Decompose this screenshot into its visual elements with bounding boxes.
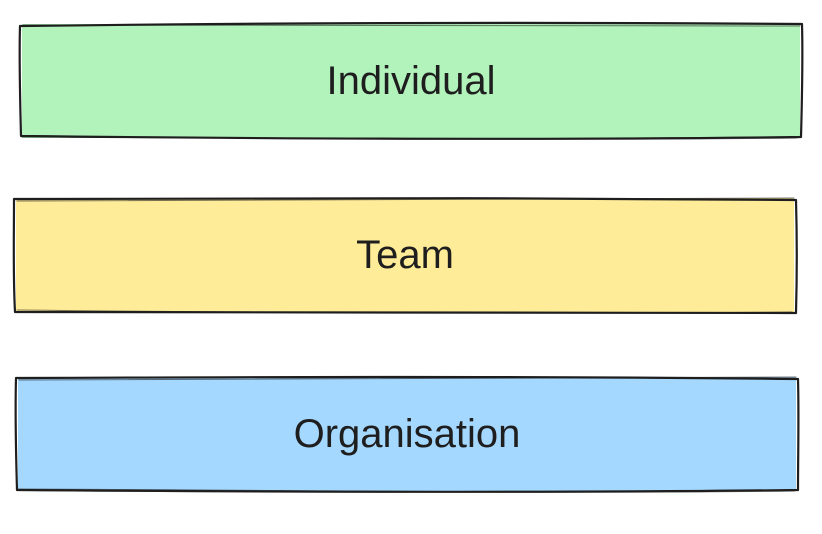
individual-box <box>18 21 804 140</box>
team-box-fill <box>16 198 794 312</box>
organisation-box-outline <box>14 375 800 493</box>
individual-label: Individual <box>326 58 496 103</box>
organisation-box <box>14 375 800 493</box>
team-label: Team <box>356 232 454 277</box>
team-box <box>12 196 798 315</box>
organisation-box-fill <box>18 377 796 491</box>
individual-box-outline <box>18 21 804 140</box>
team-box-outline <box>12 196 798 315</box>
individual-box-fill <box>22 24 800 138</box>
organisation-label: Organisation <box>293 411 521 456</box>
